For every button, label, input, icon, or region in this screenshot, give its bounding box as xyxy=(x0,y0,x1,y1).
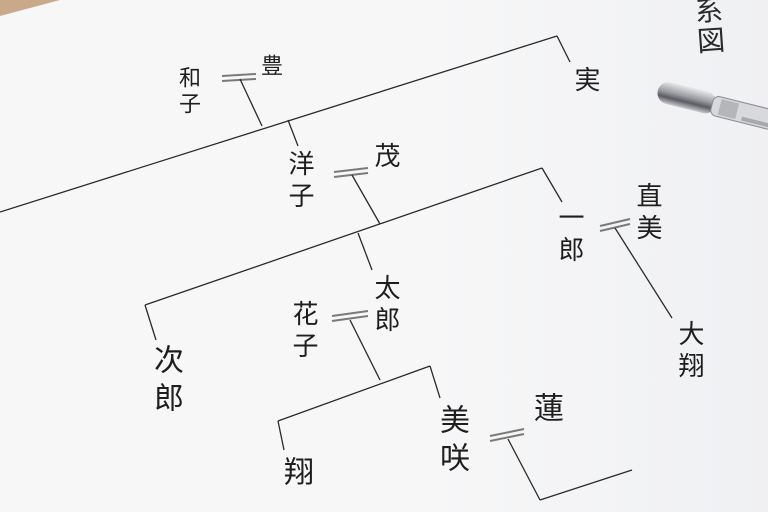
person-ren: 蓮 xyxy=(528,392,563,430)
table-corner xyxy=(0,0,60,16)
person-ichiro: 一郎 xyxy=(554,204,584,268)
person-naomi: 直美 xyxy=(632,182,662,246)
person-minoru: 実 xyxy=(570,66,600,98)
person-taro: 太郎 xyxy=(370,274,400,338)
document-header: 系図 xyxy=(689,0,728,58)
person-shigeru: 茂 xyxy=(370,142,400,174)
person-jiro: 次郎 xyxy=(148,344,183,420)
person-yoko: 洋子 xyxy=(284,150,314,214)
person-kazuko: 和子 xyxy=(175,66,200,118)
person-yutaka: 豊 xyxy=(257,54,282,80)
person-daisho: 大翔 xyxy=(674,320,704,384)
pen-icon xyxy=(657,82,768,136)
paper-shade xyxy=(428,0,768,512)
person-misaki: 美咲 xyxy=(434,404,469,480)
person-hanako: 花子 xyxy=(288,300,318,364)
person-sho: 翔 xyxy=(278,456,313,494)
